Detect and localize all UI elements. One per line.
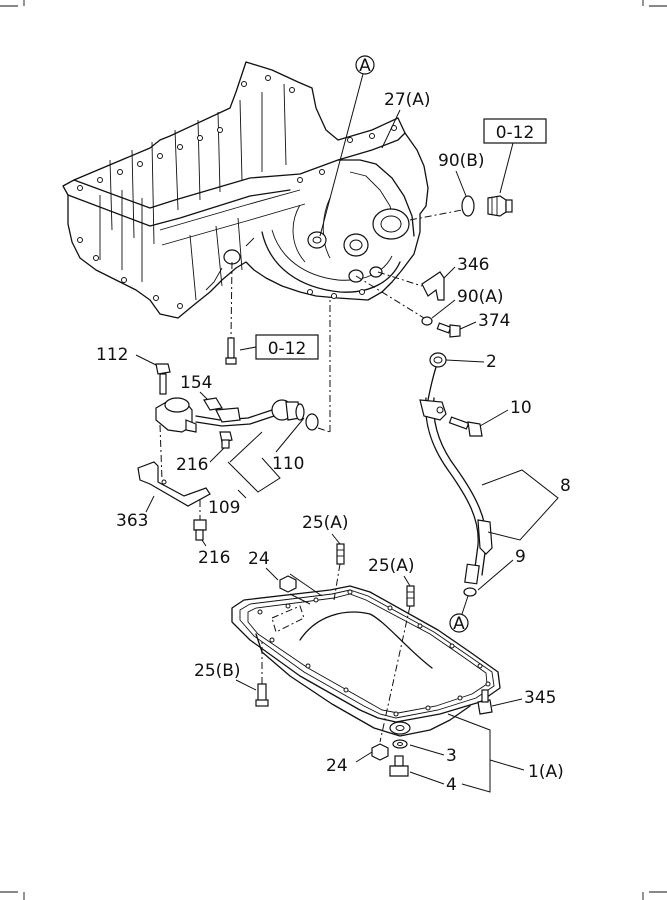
reference-a-top: A bbox=[319, 55, 375, 237]
stud-25b bbox=[255, 683, 269, 707]
drain-plug-4 bbox=[389, 755, 409, 777]
label-3: 3 bbox=[446, 746, 457, 766]
bolt-10 bbox=[448, 416, 483, 437]
label-10: 10 bbox=[510, 398, 532, 418]
ref-box-0-12-mid: 0-12 bbox=[239, 334, 319, 360]
box-top-label: 0-12 bbox=[496, 123, 535, 143]
bolt-216-upper bbox=[219, 431, 233, 449]
bolt-345 bbox=[477, 689, 493, 715]
label-374: 374 bbox=[478, 311, 510, 331]
ref-a-top-label: A bbox=[359, 56, 371, 76]
bracket-346 bbox=[421, 271, 445, 301]
label-90a: 90(A) bbox=[457, 287, 504, 307]
label-24a: 24 bbox=[248, 549, 270, 569]
bolt-374 bbox=[436, 322, 461, 338]
sensor-body bbox=[155, 397, 197, 433]
label-109: 109 bbox=[208, 498, 240, 518]
box-mid-label: 0-12 bbox=[268, 339, 307, 359]
label-346: 346 bbox=[457, 255, 489, 275]
oring-near-sensor bbox=[305, 413, 319, 431]
stud-25a-1 bbox=[336, 543, 345, 565]
crankcase-assembly bbox=[62, 61, 429, 319]
label-154: 154 bbox=[180, 373, 212, 393]
label-9: 9 bbox=[515, 547, 526, 567]
label-25a-1: 25(A) bbox=[302, 513, 349, 533]
label-363: 363 bbox=[116, 511, 148, 531]
bolt-216-lower bbox=[193, 519, 207, 541]
bolt-112 bbox=[155, 363, 171, 395]
oring-9 bbox=[463, 587, 477, 597]
label-112: 112 bbox=[96, 345, 128, 365]
plug-0-12 bbox=[487, 195, 513, 217]
label-25a-2: 25(A) bbox=[368, 556, 415, 576]
ref-box-0-12-top: 0-12 bbox=[483, 118, 547, 194]
label-24b: 24 bbox=[326, 756, 348, 776]
label-25b: 25(B) bbox=[194, 661, 241, 681]
label-90b: 90(B) bbox=[438, 151, 485, 171]
label-2: 2 bbox=[486, 352, 497, 372]
reference-a-bottom: A bbox=[449, 595, 469, 634]
sensor-110 bbox=[271, 399, 305, 421]
nut-24b bbox=[371, 743, 389, 761]
label-27a: 27(A) bbox=[384, 90, 431, 110]
stud-25a-2 bbox=[406, 585, 415, 607]
washer-90a bbox=[421, 316, 433, 326]
label-1a: 1(A) bbox=[528, 762, 564, 782]
harness-154 bbox=[195, 397, 275, 427]
nut-24a bbox=[279, 575, 297, 593]
bracket-363 bbox=[137, 461, 211, 507]
label-216b: 216 bbox=[198, 548, 230, 568]
label-4: 4 bbox=[446, 775, 457, 795]
label-216a: 216 bbox=[176, 455, 208, 475]
stud-0-12 bbox=[225, 337, 237, 365]
label-345: 345 bbox=[524, 688, 556, 708]
oil-pan bbox=[231, 585, 501, 737]
label-8: 8 bbox=[560, 476, 571, 496]
oil-level-gauge bbox=[419, 352, 493, 585]
washer-90b bbox=[461, 195, 475, 217]
label-110: 110 bbox=[272, 454, 304, 474]
ref-a-bottom-label: A bbox=[453, 614, 465, 634]
